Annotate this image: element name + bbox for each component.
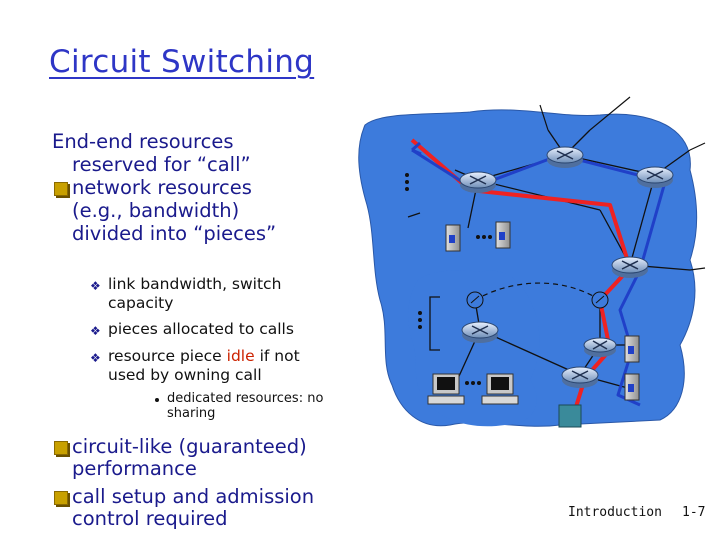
bullet1-line-3: divided into “pieces” [72,222,277,245]
footer-page-number: 1-7 [682,505,706,520]
bullet3-line-1: call setup and admission [72,485,315,508]
server-icon [495,221,511,249]
dot-bullet-icon [155,398,159,402]
server-icon [624,373,640,401]
slide-title: Circuit Switching [49,44,315,80]
access-point-icon [466,291,484,309]
server-icon [624,335,640,363]
intro-line-1: End-end resources [52,130,234,153]
diamond-bullet-icon: ❖ [90,279,101,293]
idle-highlight: idle [226,347,255,365]
server-icon [445,224,461,252]
router-icon [561,366,599,388]
bullet3-line-2: control required [72,507,228,530]
intro-line-2: reserved for “call” [72,153,251,176]
sub3-post: if not [254,347,300,365]
subsub-line-1: dedicated resources: no [167,391,324,406]
sub1-line-2: capacity [108,294,174,312]
box-bullet-icon [54,182,70,198]
desktop-computer-icon [427,373,465,405]
box-bullet-icon [54,491,70,507]
subsub-line-2: sharing [167,406,216,421]
host-box [558,404,582,428]
bullet1-line-2: (e.g., bandwidth) [72,199,240,222]
router-icon [546,146,584,168]
diamond-bullet-icon: ❖ [90,324,101,338]
router-icon [611,256,649,278]
router-icon [461,321,499,343]
diamond-bullet-icon: ❖ [90,351,101,365]
sub2-text: pieces allocated to calls [108,320,294,338]
box-bullet-icon [54,441,70,457]
router-icon [583,337,617,357]
bullet1-line-1: network resources [72,176,252,199]
bullet2-line-1: circuit-like (guaranteed) [72,435,307,458]
access-point-icon [591,291,609,309]
router-icon [459,171,497,193]
footer-section: Introduction [568,505,662,520]
sub3-line-2: used by owning call [108,366,262,384]
sub1-line-1: link bandwidth, switch [108,275,282,293]
sub3-line-1: resource piece idle if not [108,347,300,366]
desktop-computer-icon [481,373,519,405]
sub3-pre: resource piece [108,347,227,365]
router-icon [636,166,674,188]
bullet2-line-2: performance [72,457,197,480]
